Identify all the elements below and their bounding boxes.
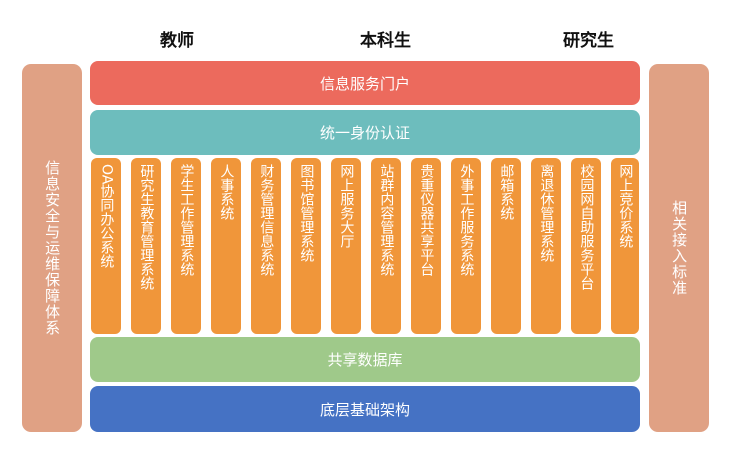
module-label: 邮箱系统 [498, 164, 515, 220]
left-pillar-security: 信息安全与运维保障体系 [22, 64, 82, 432]
module-site-cms: 站群内容管理系统 [371, 158, 401, 334]
right-pillar-standards: 相关接入标准 [649, 64, 709, 432]
module-label: 贵重仪器共享平台 [418, 164, 435, 276]
module-mail: 邮箱系统 [491, 158, 521, 334]
module-label: 财务管理信息系统 [258, 164, 275, 276]
database-label: 共享数据库 [327, 351, 403, 369]
module-retiree: 离退休管理系统 [531, 158, 561, 334]
portal-band: 信息服务门户 [90, 61, 640, 105]
module-finance: 财务管理信息系统 [251, 158, 281, 334]
module-hr: 人事系统 [211, 158, 241, 334]
auth-band: 统一身份认证 [90, 110, 640, 155]
left-pillar-label: 信息安全与运维保障体系 [43, 160, 62, 336]
role-graduate: 研究生 [563, 31, 614, 51]
module-label: OA协同办公系统 [98, 164, 115, 269]
infrastructure-label: 底层基础架构 [319, 400, 410, 419]
module-label: 校园网自助服务平台 [578, 164, 595, 290]
module-label: 离退休管理系统 [538, 164, 555, 262]
module-service-hall: 网上服务大厅 [331, 158, 361, 334]
module-label: 站群内容管理系统 [378, 164, 395, 276]
module-label: 图书馆管理系统 [298, 164, 315, 262]
module-library: 图书馆管理系统 [291, 158, 321, 334]
infrastructure-band: 底层基础架构 [90, 386, 640, 432]
module-oa: OA协同办公系统 [91, 158, 121, 334]
module-campus-net: 校园网自助服务平台 [571, 158, 601, 334]
portal-label: 信息服务门户 [319, 74, 410, 93]
module-label: 学生工作管理系统 [178, 164, 195, 276]
auth-label: 统一身份认证 [319, 124, 410, 142]
role-undergraduate: 本科生 [360, 31, 411, 51]
module-label: 研究生教育管理系统 [138, 164, 155, 290]
module-instrument-sharing: 贵重仪器共享平台 [411, 158, 441, 334]
database-band: 共享数据库 [90, 337, 640, 382]
module-student-work: 学生工作管理系统 [171, 158, 201, 334]
module-foreign-affairs: 外事工作服务系统 [451, 158, 481, 334]
module-label: 人事系统 [218, 164, 235, 220]
module-graduate-edu: 研究生教育管理系统 [131, 158, 161, 334]
role-teacher: 教师 [160, 31, 194, 51]
right-pillar-label: 相关接入标准 [670, 200, 689, 296]
module-label: 网上竞价系统 [617, 164, 634, 248]
module-label: 网上服务大厅 [338, 164, 355, 248]
module-label: 外事工作服务系统 [458, 164, 475, 276]
module-bidding: 网上竞价系统 [611, 158, 639, 334]
